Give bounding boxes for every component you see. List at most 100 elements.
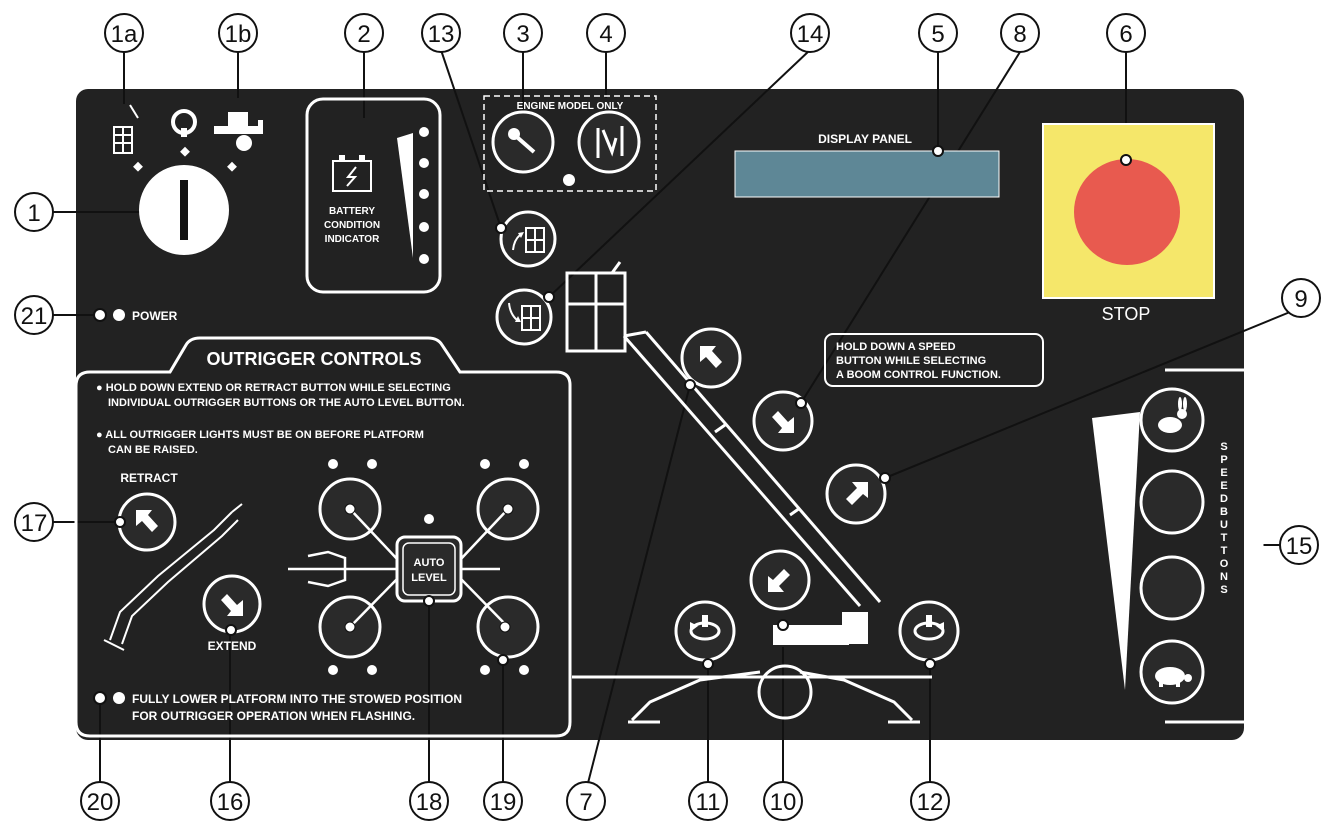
- key-icon: [508, 128, 536, 154]
- speed-button-fast[interactable]: [1139, 387, 1205, 453]
- outrigger-linkage: [288, 508, 509, 628]
- callout-1a-label: 1a: [111, 21, 138, 48]
- callout-pointer-dot: [543, 291, 555, 303]
- base-control-button[interactable]: [495, 288, 553, 346]
- display-panel-label: DISPLAY PANEL: [818, 132, 912, 146]
- callout-20: 20: [80, 698, 120, 821]
- platform-mode-icon: [113, 104, 139, 154]
- outrigger-led: [519, 665, 529, 675]
- callout-1a: 1a: [104, 13, 144, 104]
- key-switch[interactable]: [133, 146, 237, 255]
- outrigger-controls-box: OUTRIGGER CONTROLS ● HOLD DOWN EXTEND OR…: [74, 336, 572, 738]
- rotate-ccw-icon: [689, 615, 721, 641]
- callout-13-label: 13: [428, 21, 455, 48]
- callout-pointer-dot: [702, 658, 714, 670]
- speed-note-line2: BUTTON WHILE SELECTING: [836, 355, 986, 367]
- callout-9-label: 9: [1294, 286, 1307, 313]
- stow-note-line2: FOR OUTRIGGER OPERATION WHEN FLASHING.: [132, 709, 415, 723]
- callout-20-label: 20: [87, 789, 114, 816]
- outrigger-led: [367, 459, 377, 469]
- rotate-right-button[interactable]: [898, 600, 960, 662]
- retract-button[interactable]: [117, 492, 177, 552]
- outrigger-led: [328, 665, 338, 675]
- retract-label: RETRACT: [120, 471, 178, 485]
- control-panel: [76, 89, 1244, 740]
- callout-5-label: 5: [931, 21, 944, 48]
- platform-icon: [525, 227, 545, 253]
- callout-11: 11: [688, 664, 728, 821]
- callout-2-label: 2: [357, 21, 370, 48]
- callout-7-label: 7: [579, 789, 592, 816]
- callout-pointer-dot: [497, 654, 509, 666]
- callout-16-label: 16: [217, 789, 244, 816]
- battery-label-line3: INDICATOR: [325, 234, 380, 245]
- callout-4-label: 4: [599, 21, 612, 48]
- callout-8: 8: [800, 13, 1040, 404]
- auto-level-label-line2: LEVEL: [411, 572, 447, 584]
- callout-7: 7: [566, 384, 691, 821]
- outrigger-note2-line2: CAN BE RAISED.: [108, 444, 198, 456]
- outrigger-led: [328, 459, 338, 469]
- power-off-icon: [171, 109, 197, 137]
- callout-19: 19: [483, 660, 523, 821]
- power-label: POWER: [132, 309, 178, 323]
- callout-21: 21: [14, 295, 95, 335]
- rabbit-icon: [1158, 397, 1187, 433]
- outrigger-note1-line1: ● HOLD DOWN EXTEND OR RETRACT BUTTON WHI…: [96, 382, 451, 394]
- callout-15: 15: [1262, 525, 1319, 565]
- speed-button-medium-high[interactable]: [1139, 469, 1205, 535]
- auto-level-button[interactable]: AUTO LEVEL: [395, 535, 463, 603]
- callout-18-label: 18: [416, 789, 443, 816]
- arrow-down-left-icon: [768, 569, 790, 592]
- auto-level-led: [424, 514, 434, 524]
- rotate-left-button[interactable]: [674, 600, 736, 662]
- boom-up-button[interactable]: [825, 463, 887, 525]
- callout-pointer-dot: [932, 145, 944, 157]
- outrigger-led: [367, 665, 377, 675]
- callout-16: 16: [210, 632, 250, 821]
- rotate-cw-icon: [913, 615, 945, 641]
- callout-17: 17: [14, 502, 120, 542]
- extend-button[interactable]: [202, 574, 262, 634]
- callout-pointer-dot: [795, 397, 807, 409]
- boom-retract-button[interactable]: [749, 549, 811, 611]
- machine-illustration: [565, 261, 932, 724]
- callout-pointer-dot: [1120, 154, 1132, 166]
- callout-11-label: 11: [696, 789, 721, 816]
- battery-label-line2: CONDITION: [324, 220, 380, 231]
- boom-jib-up-button[interactable]: [680, 327, 742, 389]
- battery-label-line1: BATTERY: [329, 206, 375, 217]
- callout-pointer-dot: [114, 516, 126, 528]
- platform-control-button[interactable]: [499, 210, 557, 268]
- callout-pointer-dot: [225, 624, 237, 636]
- turret: [771, 612, 868, 647]
- outrigger-button-dot: [344, 621, 356, 633]
- engine-model-box: ENGINE MODEL ONLY: [483, 95, 657, 192]
- callout-21-label: 21: [21, 303, 48, 330]
- speed-button-medium-low[interactable]: [1139, 555, 1205, 621]
- callout-6-label: 6: [1119, 21, 1132, 48]
- callout-1-label: 1: [27, 200, 40, 227]
- display-screen: [734, 150, 1000, 198]
- speed-button-slow[interactable]: [1139, 639, 1205, 705]
- callout-pointer-dot: [423, 595, 435, 607]
- power-led: [113, 309, 125, 321]
- battery-led: [419, 127, 429, 137]
- auto-level-label-line1: AUTO: [414, 557, 445, 569]
- chassis: [572, 664, 932, 724]
- callout-12-label: 12: [917, 789, 944, 816]
- callout-14: 14: [548, 13, 830, 298]
- callout-4: 4: [586, 13, 626, 120]
- stop-button[interactable]: [1074, 159, 1180, 265]
- battery-icon: [332, 155, 372, 192]
- battery-led: [419, 222, 429, 232]
- engine-start-button[interactable]: [491, 110, 555, 174]
- callout-pointer-dot: [777, 619, 789, 631]
- turtle-icon: [1155, 667, 1192, 687]
- battery-indicator-panel: BATTERY CONDITION INDICATOR: [305, 97, 442, 294]
- glow-plug-button[interactable]: [577, 110, 641, 174]
- callout-pointer-dot: [684, 379, 696, 391]
- stow-note-line1: FULLY LOWER PLATFORM INTO THE STOWED POS…: [132, 692, 462, 706]
